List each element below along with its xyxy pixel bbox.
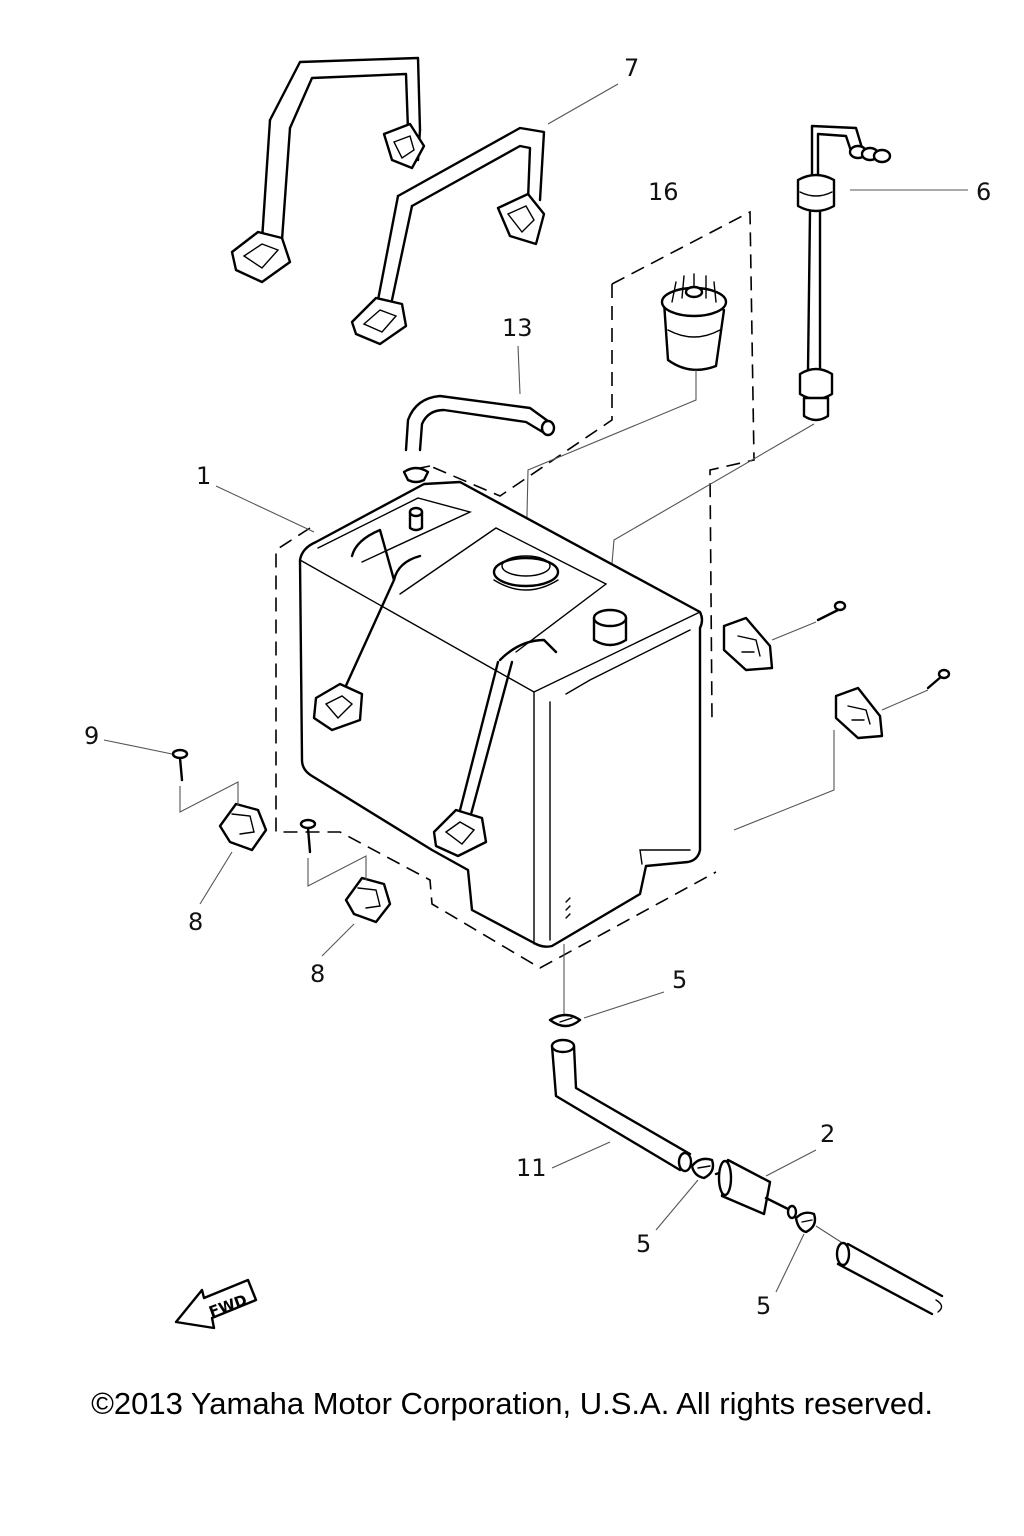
copyright-text: ©2013 Yamaha Motor Corporation, U.S.A. A… <box>91 1386 933 1421</box>
hose-clamp-top <box>548 1013 582 1028</box>
callout-8a: 8 <box>188 908 203 936</box>
callout-13: 13 <box>502 314 533 342</box>
bracket-left-upper <box>171 748 268 852</box>
bracket-right-lower <box>733 668 951 831</box>
filler-cap <box>660 273 728 372</box>
bracket-right-upper <box>722 600 847 672</box>
callout-16: 16 <box>648 178 679 206</box>
callout-6: 6 <box>976 178 991 206</box>
hose-clamp-mid <box>690 1157 715 1180</box>
fuel-gauge-sender <box>796 124 892 422</box>
callout-9: 9 <box>84 722 99 750</box>
callout-8b: 8 <box>310 960 325 988</box>
callout-5b: 5 <box>636 1230 651 1258</box>
hose-clamp-bottom <box>794 1211 817 1234</box>
vent-hose <box>404 394 556 452</box>
callout-1: 1 <box>196 462 211 490</box>
strap-front <box>350 126 546 346</box>
fuel-tank <box>298 466 704 948</box>
bracket-left-lower <box>299 818 392 924</box>
callout-11: 11 <box>516 1154 547 1182</box>
callout-5a: 5 <box>672 966 687 994</box>
fuel-filter <box>714 1158 798 1220</box>
callout-2: 2 <box>820 1120 835 1148</box>
callout-7: 7 <box>624 54 639 82</box>
callout-5c: 5 <box>756 1292 771 1320</box>
strap-rear <box>230 56 426 284</box>
outlet-hose <box>835 1241 944 1316</box>
fwd-arrow-icon: FWD <box>174 1278 258 1330</box>
fuel-hose <box>550 1038 693 1173</box>
